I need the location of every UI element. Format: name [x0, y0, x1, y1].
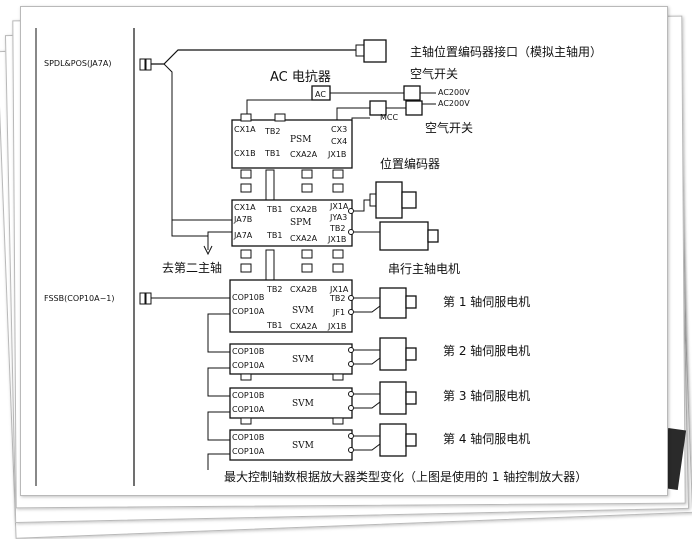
ja7b-wire — [151, 63, 208, 237]
psm-name: PSM — [290, 135, 311, 145]
encoder-interface-plug — [363, 39, 387, 63]
svg-text:SVM: SVM — [292, 399, 314, 409]
svm-axis-1 — [229, 279, 353, 333]
svg-text:TB1: TB1 — [266, 231, 282, 240]
svg-text:COP10B: COP10B — [232, 293, 264, 302]
svg-text:CX1A: CX1A — [234, 203, 256, 212]
ac200v-label-1: AC200V — [438, 88, 470, 97]
svg-text:JX1A: JX1A — [329, 202, 349, 211]
svg-text:TB2: TB2 — [266, 285, 282, 294]
svg-text:TB1: TB1 — [264, 149, 280, 158]
svg-text:JF1: JF1 — [332, 308, 345, 317]
svg-text:TB1: TB1 — [266, 321, 282, 330]
to-second-spindle-arrow — [203, 245, 213, 256]
position-encoder-label: 位置编码器 — [380, 156, 440, 171]
svm-axis-2 — [229, 343, 353, 375]
svg-text:JA7B: JA7B — [233, 215, 252, 224]
svg-text:CX4: CX4 — [331, 137, 347, 146]
encoder-wire — [151, 49, 356, 65]
svg-text:COP10A: COP10A — [232, 447, 265, 456]
fssb-connector — [139, 292, 146, 305]
svg-text:CXA2B: CXA2B — [290, 205, 317, 214]
svg-text:TB2: TB2 — [329, 224, 345, 233]
mcc-label: MCC — [380, 113, 398, 122]
servo-motor-3-label: 第 3 轴伺服电机 — [443, 388, 530, 403]
ac200v-label-2: AC200V — [438, 99, 470, 108]
svg-text:JX1B: JX1B — [327, 150, 346, 159]
servo-motor-1 — [379, 287, 407, 319]
svg-text:COP10B: COP10B — [232, 433, 264, 442]
svg-text:COP10A: COP10A — [232, 405, 265, 414]
spdl-connector — [139, 58, 146, 71]
position-encoder — [375, 181, 403, 219]
svg-text:SVM: SVM — [292, 441, 314, 451]
svg-text:CXA2A: CXA2A — [290, 150, 318, 159]
svg-text:COP10A: COP10A — [232, 307, 265, 316]
spdl-port-label: SPDL&POS(JA7A) — [44, 59, 111, 68]
svg-text:JX1A: JX1A — [329, 285, 349, 294]
svg-text:CXA2A: CXA2A — [290, 234, 318, 243]
svg-text:CXA2B: CXA2B — [290, 285, 317, 294]
svg-text:CXA2A: CXA2A — [290, 322, 318, 331]
breaker-label-2: 空气开关 — [425, 120, 473, 135]
svg-text:TB1: TB1 — [266, 205, 282, 214]
svm-axis-3 — [229, 387, 353, 419]
svg-text:TB2: TB2 — [329, 294, 345, 303]
servo-motor-3 — [379, 381, 407, 415]
diagram-caption: 最大控制轴数根据放大器类型变化（上图是使用的 1 轴控制放大器） — [224, 469, 587, 484]
svg-text:CX3: CX3 — [331, 125, 347, 134]
spm-name: SPM — [290, 218, 311, 228]
svg-text:COP10B: COP10B — [232, 347, 264, 356]
servo-motor-2 — [379, 337, 407, 371]
serial-spindle-motor — [379, 221, 429, 251]
spm-module — [231, 199, 353, 247]
svm-axis-4 — [229, 429, 353, 461]
svg-text:JA7A: JA7A — [233, 231, 253, 240]
psm-module — [231, 119, 353, 169]
servo-motor-4 — [379, 423, 407, 457]
svg-text:CX1A: CX1A — [234, 125, 256, 134]
encoder-interface-label: 主轴位置编码器接口（模拟主轴用） — [410, 44, 602, 59]
breaker-label-1: 空气开关 — [410, 66, 458, 81]
ac-reactor-label: AC 电抗器 — [270, 70, 331, 85]
breaker-2 — [405, 100, 423, 116]
svg-text:JX1B: JX1B — [327, 322, 346, 331]
svg-text:SVM: SVM — [292, 355, 314, 365]
svg-text:JYA3: JYA3 — [329, 213, 347, 222]
servo-motor-1-label: 第 1 轴伺服电机 — [443, 294, 530, 309]
svg-text:COP10A: COP10A — [232, 361, 265, 370]
servo-motor-4-label: 第 4 轴伺服电机 — [443, 431, 530, 446]
svg-text:JX1B: JX1B — [327, 235, 346, 244]
serial-motor-label: 串行主轴电机 — [388, 261, 460, 276]
servo-motor-2-label: 第 2 轴伺服电机 — [443, 343, 530, 358]
fssb-port-label: FSSB(COP10A−1) — [44, 294, 115, 303]
to-second-spindle-label: 去第二主轴 — [162, 260, 222, 275]
svg-text:TB2: TB2 — [264, 127, 280, 136]
breaker-1 — [403, 85, 421, 101]
svg-text:COP10B: COP10B — [232, 391, 264, 400]
svg-text:SVM: SVM — [292, 306, 314, 316]
svg-text:CX1B: CX1B — [234, 149, 256, 158]
svg-text:AC: AC — [315, 90, 326, 99]
